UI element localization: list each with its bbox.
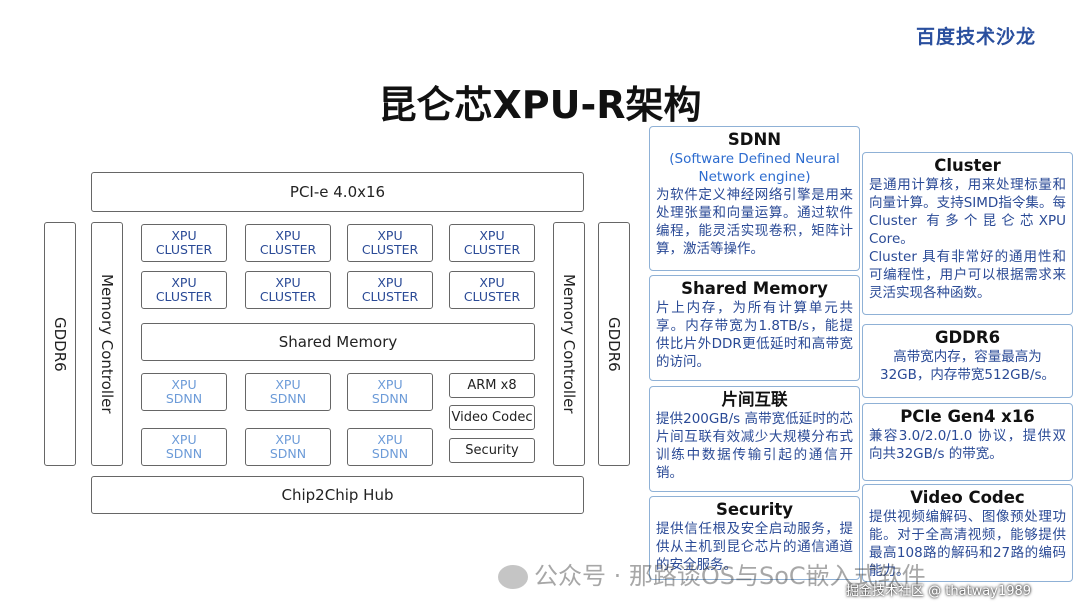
card-security-title: Security xyxy=(715,500,794,519)
card-sdnn-title: SDNN xyxy=(727,130,782,149)
card-sdnn-body: 为软件定义神经网络引擎是用来处理张量和向量运算。通过软件编程，能灵活实现卷积，矩… xyxy=(656,187,853,257)
chip2chip-hub-block: Chip2Chip Hub xyxy=(91,476,584,514)
gddr6-left-label: GDDR6 xyxy=(51,316,69,372)
shared-memory-block: Shared Memory xyxy=(141,323,535,361)
card-gddr6-body: 高带宽内存，容量最高为32GB，内存带宽512GB/s。 xyxy=(880,349,1055,383)
card-cluster: Cluster 是通用计算核，用来处理标量和向量计算。支持SIMD指令集。每Cl… xyxy=(862,152,1073,315)
gddr6-left-block: GDDR6 xyxy=(44,222,76,466)
memory-controller-right-block: Memory Controller xyxy=(553,222,585,466)
memory-controller-left-label: Memory Controller xyxy=(98,274,116,414)
page-title: 昆仑芯XPU-R架构 xyxy=(378,83,702,127)
card-sdnn: SDNN (Software Defined Neural Network en… xyxy=(649,126,860,271)
watermark: 公众号 · 那路谈OS与SoC嵌入式软件 xyxy=(498,556,926,591)
memory-controller-left-block: Memory Controller xyxy=(91,222,123,466)
card-interconnect: 片间互联 提供200GB/s 高带宽低延时的芯片间互联有效减少大规模分布式训练中… xyxy=(649,386,860,492)
card-pcie-gen4: PCIe Gen4 x16 兼容3.0/2.0/1.0 协议，提供双向共32GB… xyxy=(862,403,1073,481)
card-gddr6-title: GDDR6 xyxy=(934,328,1001,347)
card-security: Security 提供信任根及安全启动服务，提供从主机到昆仑芯片的通信通道的安全… xyxy=(649,496,860,580)
arm-block: ARM x8 xyxy=(449,373,535,398)
watermark-text: 公众号 · 那路谈OS与SoC嵌入式软件 xyxy=(534,562,926,590)
card-gddr6: GDDR6 高带宽内存，容量最高为32GB，内存带宽512GB/s。 xyxy=(862,324,1073,398)
pcie-block: PCI-e 4.0x16 xyxy=(91,172,584,212)
card-shared-memory-title: Shared Memory xyxy=(681,279,828,298)
gddr6-right-block: GDDR6 xyxy=(598,222,630,466)
card-video-codec: Video Codec 提供视频编解码、图像预处理功能。对于全高清视频，能够提供… xyxy=(862,484,1073,582)
card-cluster-body-2: Cluster 具有非常好的通用性和可编程性，用户可以根据需求来灵活实现各种函数… xyxy=(869,249,1066,301)
card-pcie-gen4-body: 兼容3.0/2.0/1.0 协议，提供双向共32GB/s 的带宽。 xyxy=(869,428,1066,462)
gddr6-right-label: GDDR6 xyxy=(605,316,623,372)
video-codec-block: Video Codec xyxy=(449,405,535,430)
memory-controller-right-label: Memory Controller xyxy=(560,274,578,414)
card-shared-memory: Shared Memory 片上内存，为所有计算单元共享。内存带宽为1.8TB/… xyxy=(649,275,860,381)
card-security-body: 提供信任根及安全启动服务，提供从主机到昆仑芯片的通信通道的安全服务。 xyxy=(656,521,853,573)
card-shared-memory-body: 片上内存，为所有计算单元共享。内存带宽为1.8TB/s，能提供比片外DDR更低延… xyxy=(656,300,853,370)
card-sdnn-subtitle: (Software Defined Neural Network engine) xyxy=(669,151,840,185)
card-video-codec-body: 提供视频编解码、图像预处理功能。对于全高清视频，能够提供最高108路的解码和27… xyxy=(869,509,1066,579)
card-interconnect-title: 片间互联 xyxy=(721,390,788,409)
card-cluster-title: Cluster xyxy=(934,156,1001,175)
security-block: Security xyxy=(449,438,535,463)
card-pcie-gen4-title: PCIe Gen4 x16 xyxy=(900,407,1035,426)
card-cluster-body-1: 是通用计算核，用来处理标量和向量计算。支持SIMD指令集。每Cluster 有多… xyxy=(869,177,1066,247)
brand-logo-text: 百度技术沙龙 xyxy=(916,26,1037,48)
card-video-codec-title: Video Codec xyxy=(910,488,1025,507)
wechat-icon xyxy=(498,565,528,589)
card-interconnect-body: 提供200GB/s 高带宽低延时的芯片间互联有效减少大规模分布式训练中数据传输引… xyxy=(656,411,853,481)
credit-text: 掘金技术社区 @ thatway1989 xyxy=(846,584,1032,599)
